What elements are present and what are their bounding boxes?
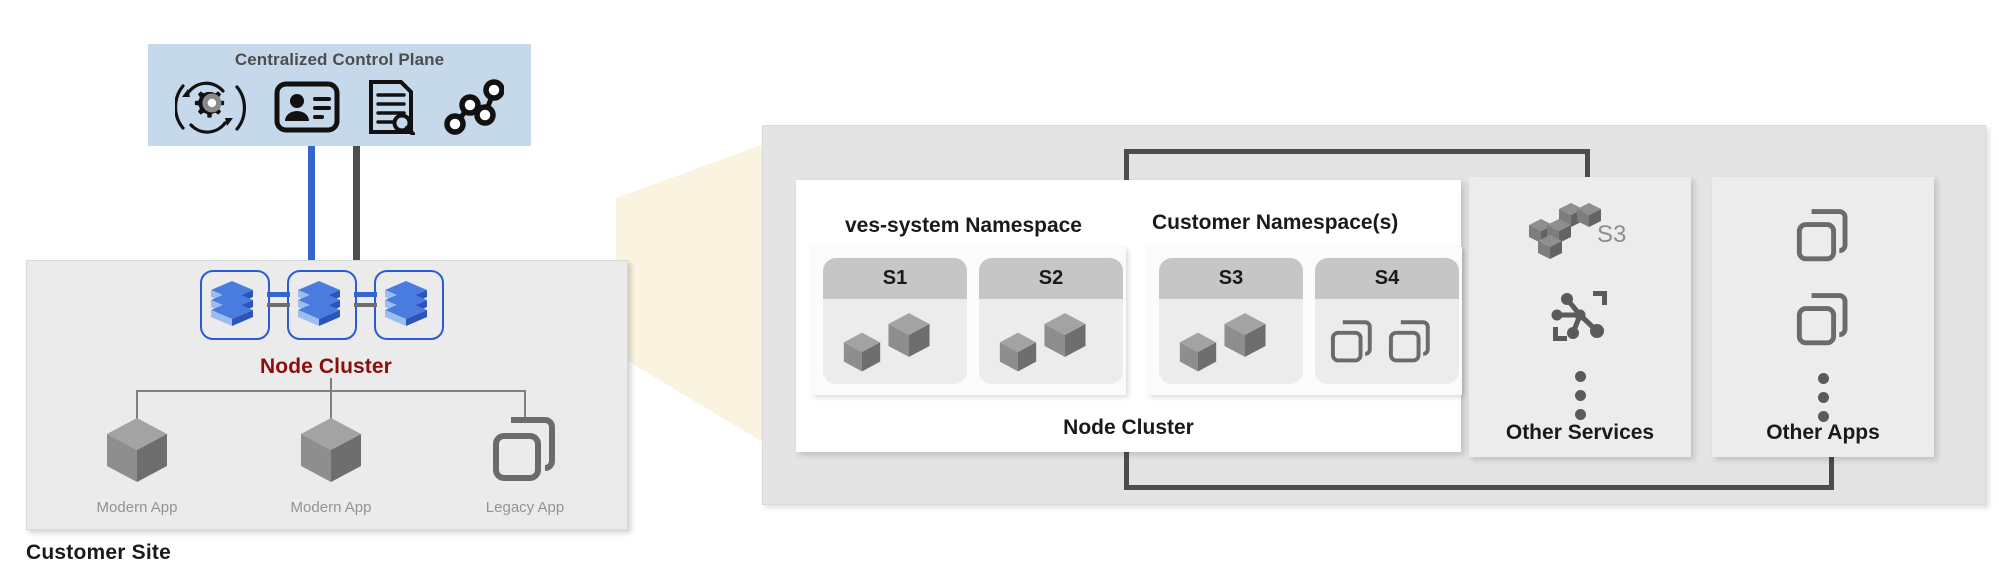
pod-s2-header: S2 (979, 258, 1123, 299)
cube-icon (999, 332, 1037, 372)
customer-site-label: Customer Site (26, 541, 171, 564)
bracket-top-connector (1124, 149, 1590, 188)
pod-s1-header: S1 (823, 258, 967, 299)
document-search-icon (368, 80, 415, 135)
customer-app-3-label: Legacy App (485, 499, 565, 516)
pod-s3[interactable]: S3 (1159, 258, 1303, 384)
pod-s2[interactable]: S2 (979, 258, 1123, 384)
control-plane-icon-row (162, 76, 517, 138)
customer-namespace-title: Customer Namespace(s) (1152, 211, 1399, 234)
pod-s1[interactable]: S1 (823, 258, 967, 384)
vertical-ellipsis-icon (1574, 371, 1586, 420)
bracket-bottom-connector (1124, 447, 1834, 490)
s3-bucket-group: S3 (1525, 199, 1635, 261)
pod-s2-body (979, 299, 1123, 384)
tree-branch-right (524, 390, 526, 420)
tree-branch-left (136, 390, 138, 420)
customer-app-2[interactable]: Modern App (246, 412, 416, 516)
s3-label: S3 (1597, 221, 1627, 248)
other-services-label: Other Services (1505, 421, 1655, 444)
control-plane-title: Centralized Control Plane (234, 50, 445, 69)
vertical-ellipsis-icon (1817, 373, 1829, 422)
stacked-windows-icon (493, 417, 555, 481)
node-3[interactable] (374, 270, 444, 340)
cube-icon (1179, 332, 1217, 372)
stacked-windows-icon (1796, 293, 1848, 346)
zoom-funnel-shape (616, 136, 786, 456)
config-sync-gear-icon (175, 81, 247, 134)
node-link-2-3-blue (354, 292, 377, 297)
customer-app-2-label: Modern App (290, 499, 372, 516)
node-2[interactable] (287, 270, 357, 340)
service-graph-icon (443, 79, 504, 135)
pod-s4[interactable]: S4 (1315, 258, 1459, 384)
other-apps-card: Other Apps (1712, 177, 1934, 457)
server-stack-icon (298, 281, 340, 326)
s3-bucket-icon (1529, 203, 1601, 259)
cube-icon (301, 418, 361, 482)
cube-icon (1224, 313, 1266, 357)
ves-system-namespace-title: ves-system Namespace (845, 214, 1082, 237)
service-mesh-icon (1551, 291, 1607, 341)
other-services-icon-stack: S3 (1469, 199, 1691, 420)
pod-s3-label: S3 (1218, 267, 1244, 289)
cube-icon (888, 313, 930, 357)
node-cluster-detail-label: Node Cluster (1063, 416, 1194, 439)
other-apps-icon-stack (1712, 205, 1934, 422)
stacked-windows-icon (1388, 320, 1430, 363)
stacked-windows-icon (1796, 209, 1848, 262)
centralized-control-plane-panel: Centralized Control Plane (148, 44, 531, 146)
control-plane-gray-link (353, 146, 360, 262)
server-stack-icon (211, 281, 253, 326)
pod-s1-label: S1 (882, 267, 908, 289)
node-link-1-2-gray (267, 303, 290, 307)
stacked-windows-icon (1330, 320, 1372, 363)
cube-icon (843, 332, 881, 372)
customer-app-1[interactable]: Modern App (52, 412, 222, 516)
cube-icon (1044, 313, 1086, 357)
server-stack-icon (385, 281, 427, 326)
pod-s3-body (1159, 299, 1303, 384)
pod-s3-header: S3 (1159, 258, 1303, 299)
pod-s4-header: S4 (1315, 258, 1459, 299)
other-services-card: S3 Other Services (1469, 177, 1691, 457)
node-link-1-2-blue (267, 292, 290, 297)
customer-app-3[interactable]: Legacy App (440, 412, 610, 516)
other-apps-label: Other Apps (1766, 421, 1880, 444)
pod-s4-body (1315, 299, 1459, 384)
identity-card-icon (274, 81, 340, 133)
cube-icon (107, 418, 167, 482)
node-link-2-3-gray (354, 303, 377, 307)
control-plane-blue-link (308, 146, 315, 262)
node-1[interactable] (200, 270, 270, 340)
node-cluster-label: Node Cluster (260, 355, 392, 378)
pod-s4-label: S4 (1374, 267, 1400, 289)
pod-s2-label: S2 (1038, 267, 1064, 289)
customer-app-1-label: Modern App (96, 499, 178, 516)
pod-s1-body (823, 299, 967, 384)
tree-stem (330, 378, 332, 391)
